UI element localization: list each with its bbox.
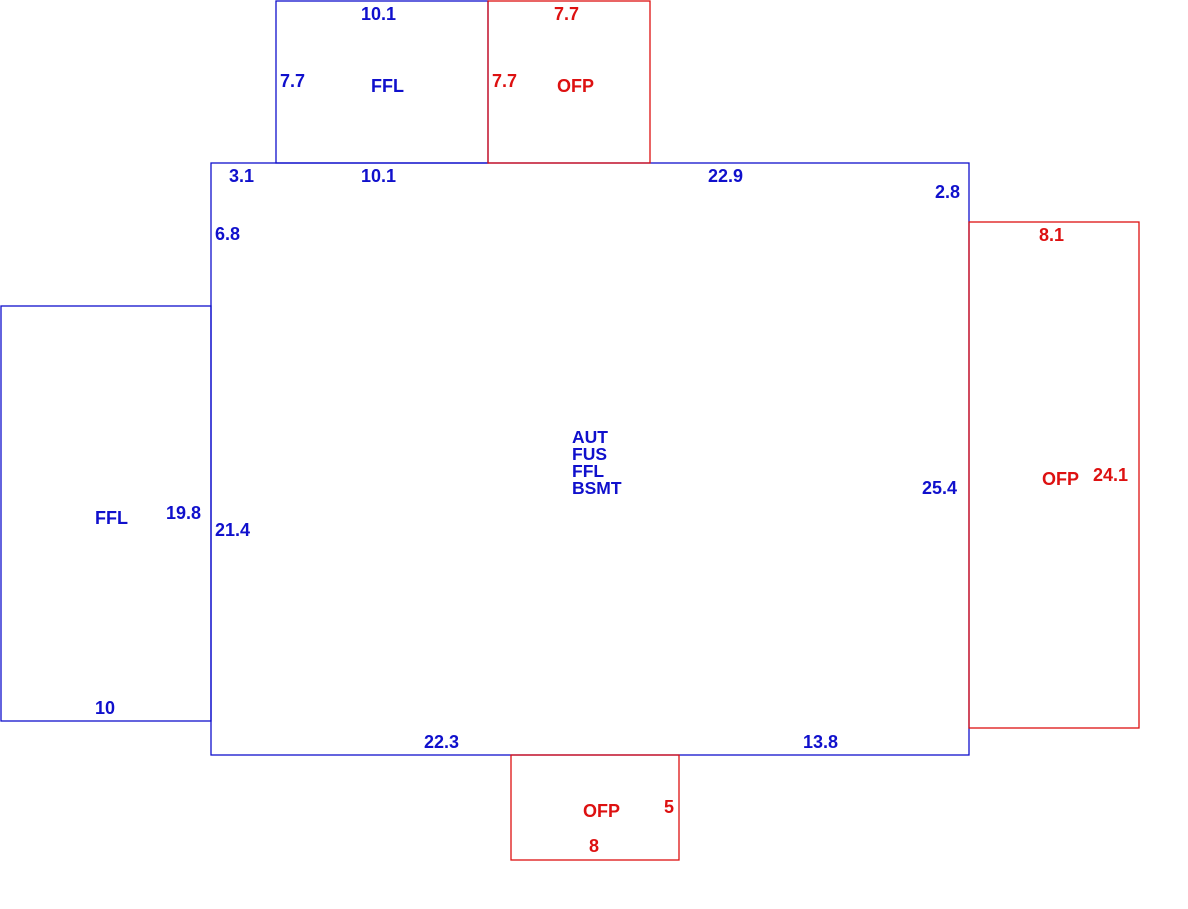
top-ofp-code: OFP bbox=[557, 76, 594, 96]
left-ffl-dim-side: 19.8 bbox=[166, 503, 201, 523]
bottom-ofp-dim-side: 5 bbox=[664, 797, 674, 817]
left-ffl-outline bbox=[0, 305, 212, 722]
top-ffl-dim-top: 10.1 bbox=[361, 4, 396, 24]
right-ofp-code: OFP bbox=[1042, 469, 1079, 489]
bottom-ofp-dim-bottom: 8 bbox=[589, 836, 599, 856]
left-ffl-code: FFL bbox=[95, 508, 128, 528]
main-dim-bottom-right: 13.8 bbox=[803, 732, 838, 752]
right-ofp-outline bbox=[968, 221, 1140, 729]
main-dim-left-upper: 6.8 bbox=[215, 224, 240, 244]
main-dim-top-mid: 10.1 bbox=[361, 166, 396, 186]
top-ffl-code: FFL bbox=[371, 76, 404, 96]
top-ffl-dim-side: 7.7 bbox=[280, 71, 305, 91]
main-dim-right-top: 2.8 bbox=[935, 182, 960, 202]
main-code-aut: AUT bbox=[572, 427, 608, 447]
main-code-fus: FUS bbox=[572, 444, 607, 464]
bottom-ofp-outline bbox=[510, 754, 680, 861]
main-code-ffl: FFL bbox=[572, 461, 604, 481]
main-dim-left-lower: 21.4 bbox=[215, 520, 250, 540]
main-code-bsmt: BSMT bbox=[572, 478, 622, 498]
top-ofp-outline bbox=[487, 0, 651, 164]
main-dim-top-left: 3.1 bbox=[229, 166, 254, 186]
bottom-ofp-code: OFP bbox=[583, 801, 620, 821]
main-dim-bottom-left: 22.3 bbox=[424, 732, 459, 752]
main-dim-top-right: 22.9 bbox=[708, 166, 743, 186]
left-ffl-dim-bottom: 10 bbox=[95, 698, 115, 718]
right-ofp-dim-side: 24.1 bbox=[1093, 465, 1128, 485]
top-ofp-dim-side: 7.7 bbox=[492, 71, 517, 91]
main-dim-right: 25.4 bbox=[922, 478, 957, 498]
top-ofp-dim-top: 7.7 bbox=[554, 4, 579, 24]
right-ofp-dim-top: 8.1 bbox=[1039, 225, 1064, 245]
